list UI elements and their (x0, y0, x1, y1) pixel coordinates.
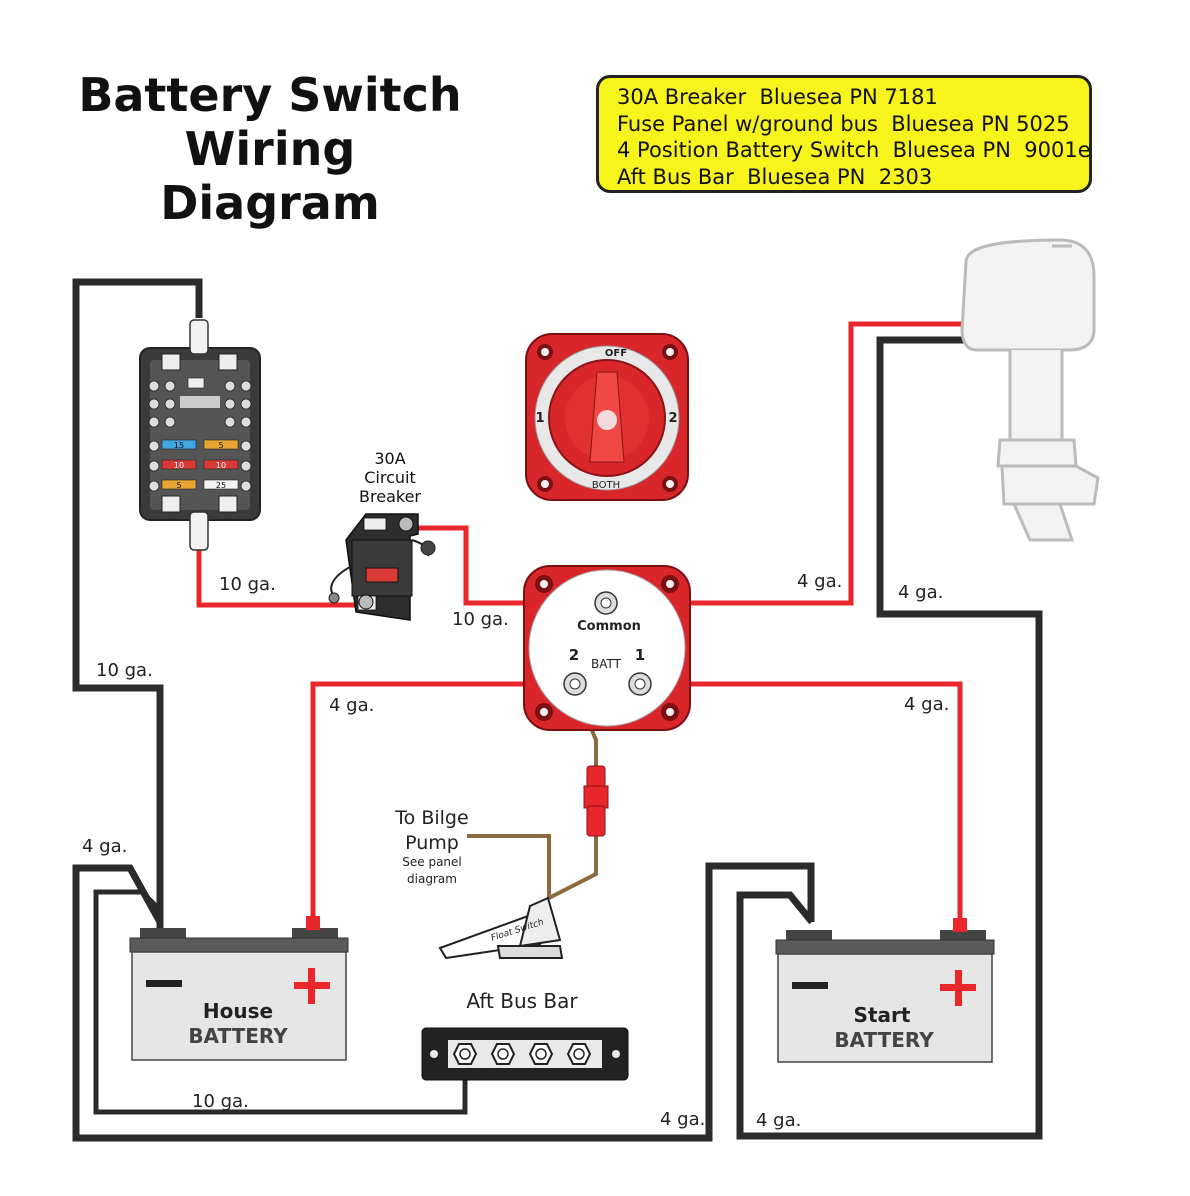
fuse-label-5b: 5 (176, 481, 181, 490)
wire-house-neg-ground (72, 862, 815, 1142)
house-battery: House BATTERY (129, 916, 349, 1061)
fuse-5b (161, 479, 197, 490)
fuse-label-25: 25 (216, 481, 226, 490)
circuit-breaker: 30A Circuit Breaker (328, 449, 436, 621)
common-label: Common (577, 619, 641, 634)
house-battery-label-1: House (203, 999, 273, 1023)
house-neg-symbol (146, 980, 182, 987)
wire-fuse-ground (72, 278, 203, 990)
gauge-busbar-to-house: 10 ga. (192, 1091, 249, 1112)
switch-pos1-label: 1 (535, 411, 544, 426)
wire-bilge-lower (548, 836, 598, 900)
batt1-label: 1 (635, 646, 645, 664)
aft-bus-bar-label: Aft Bus Bar (466, 989, 578, 1013)
title-line-1: Battery Switch (78, 68, 462, 122)
start-battery-label-2: BATTERY (834, 1028, 934, 1052)
switch-terminal-body: Common BATT 2 1 (523, 565, 691, 731)
wire-busbar-to-house (93, 889, 468, 1115)
fuse-25 (203, 479, 239, 490)
batt-label: BATT (591, 657, 622, 671)
parts-item-breaker: 30A Breaker Bluesea PN 7181 (617, 85, 938, 109)
parts-list-box: 30A Breaker Bluesea PN 7181 Fuse Panel w… (596, 75, 1092, 193)
bilge-note-line-2: diagram (407, 872, 457, 886)
diagram-title: Battery Switch Wiring Diagram (60, 68, 480, 230)
parts-item-battery-switch: 4 Position Battery Switch Bluesea PN 900… (617, 138, 1091, 162)
aft-bus-bar: Aft Bus Bar (421, 989, 629, 1081)
fuse-5a (203, 439, 239, 450)
fuse-label-10a: 10 (174, 461, 184, 470)
bilge-note-line-1: See panel (402, 855, 462, 869)
float-switch: Float Switch (438, 896, 564, 960)
wire-common-to-motor (612, 321, 968, 606)
switch-both-label: BOTH (592, 480, 620, 491)
rotary-battery-switch: OFF 1 2 BOTH (525, 333, 689, 501)
fuse-panel: 15 5 10 10 5 25 (139, 319, 261, 551)
batt2-label: 2 (569, 646, 579, 664)
switch-off-label: OFF (605, 348, 627, 359)
gauge-house-neg: 4 ga. (82, 836, 127, 857)
gauge-fuse-to-breaker: 10 ga. (219, 574, 276, 595)
start-pos-symbol (940, 970, 976, 1006)
labels: 10 ga. 10 ga. 4 ga. 4 ga. 10 ga. 4 ga. 4… (82, 571, 949, 1131)
title-line-2: Wiring (184, 122, 356, 176)
wires (72, 278, 1043, 1142)
parts-item-bus-bar: Aft Bus Bar Bluesea PN 2303 (617, 164, 933, 189)
breaker-reset-button (365, 567, 399, 583)
gauge-start-neg: 4 ga. (756, 1110, 801, 1131)
start-battery: Start BATTERY (775, 918, 995, 1063)
gauge-batt1-to-start: 4 ga. (904, 694, 949, 715)
breaker-label-line-1: 30A (374, 449, 405, 468)
gauge-common-to-motor: 4 ga. (797, 571, 842, 592)
fuse-15 (161, 439, 197, 450)
bilge-label-line-2: Pump (405, 832, 459, 854)
parts-item-fuse-panel: Fuse Panel w/ground bus Bluesea PN 5025 (617, 111, 1070, 136)
wire-batt1-to-start (640, 681, 963, 922)
gauge-batt2-to-house: 4 ga. (329, 695, 374, 716)
switch-pos2-label: 2 (668, 411, 677, 426)
gauge-fuse-ground: 10 ga. (96, 660, 153, 681)
breaker-label-line-3: Breaker (359, 487, 421, 506)
fuse-label-5a: 5 (218, 441, 223, 450)
fuse-label-15: 15 (174, 441, 184, 450)
wire-motor-ground (736, 336, 1043, 1140)
wire-bilge-pump (467, 834, 551, 898)
breaker-label-line-2: Circuit (364, 468, 416, 487)
wire-fuse-to-breaker (196, 548, 360, 608)
title-line-3: Diagram (160, 176, 380, 230)
wire-batt2-to-house (310, 681, 575, 922)
bilge-label-line-1: To Bilge (394, 807, 468, 829)
fuse-label-10b: 10 (216, 461, 226, 470)
gauge-motor-ground: 4 ga. (898, 582, 943, 603)
house-pos-symbol (294, 968, 330, 1004)
gauge-breaker-to-common: 10 ga. (452, 609, 509, 630)
gauge-bottom-ground: 4 ga. (660, 1109, 705, 1130)
start-battery-label-1: Start (854, 1003, 911, 1027)
start-neg-symbol (792, 982, 828, 989)
outboard-motor (960, 238, 1100, 542)
fuse-panel-top-terminal (189, 319, 209, 355)
inline-fuse-holder (583, 765, 609, 837)
fuse-panel-bottom-terminal (189, 511, 209, 551)
house-battery-label-2: BATTERY (188, 1024, 288, 1048)
fuse-10a (161, 459, 197, 470)
fuse-10b (203, 459, 239, 470)
